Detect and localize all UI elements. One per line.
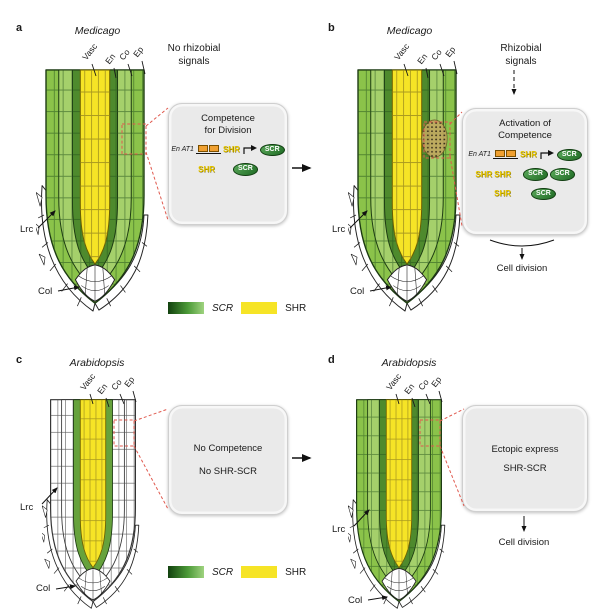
molecule-row: SHR SHR SCR SCR: [463, 168, 587, 181]
scr-color-swatch: [168, 566, 204, 578]
legend-shr-label: SHR: [285, 302, 307, 314]
scr-badge: SCR: [523, 168, 548, 181]
columella-label: Col: [348, 595, 363, 606]
shr-scr-text: SHR-SCR: [503, 462, 547, 474]
columella-label: Col: [38, 286, 53, 297]
cell-division-label: Cell division: [498, 537, 550, 548]
lateral-root-cap-label: Lrc: [332, 224, 346, 235]
panel-b-letter: b: [328, 22, 335, 34]
competence-box-title: Competence for Division: [201, 113, 255, 136]
transcription-arrow-icon: [243, 144, 257, 154]
panel-c-species-label: Arabidopsis: [69, 357, 125, 369]
panel-d-letter: d: [328, 354, 335, 366]
legend-scr-label: SCR: [212, 566, 234, 578]
legend-scr-label: SCR: [212, 302, 234, 314]
vasculature-label: Vasc: [384, 371, 404, 392]
panel-d-species-label: Arabidopsis: [381, 357, 437, 369]
panel-c-letter: c: [16, 354, 23, 366]
columella-label: Col: [350, 286, 365, 297]
columella-label: Col: [36, 583, 51, 594]
molecule-row: SHR SCR: [463, 187, 587, 200]
shr-label: SHR: [494, 169, 512, 179]
gene-boxes-icon: [195, 145, 221, 155]
activation-box-title: Activation of Competence: [498, 118, 552, 141]
panel-a-letter: a: [16, 22, 23, 34]
rhizobial-signals-note: Rhizobial signals: [500, 43, 542, 67]
legend-top: SCR SHR: [168, 302, 306, 314]
no-shr-scr-text: No SHR-SCR: [198, 466, 258, 477]
lateral-root-cap-label: Lrc: [20, 502, 34, 513]
panel-a-species-label: Medicago: [74, 25, 121, 37]
scr-badge: SCR: [531, 187, 556, 200]
transcription-arrow-icon: [540, 149, 554, 159]
no-competence-box: No Competence No SHR-SCR: [168, 405, 288, 515]
endodermis-label: En: [402, 381, 417, 396]
no-competence-text: No Competence: [193, 443, 263, 454]
scr-badge: SCR: [259, 143, 285, 157]
cell-division-label: Cell division: [496, 263, 548, 274]
shr-label: SHR: [519, 150, 537, 160]
gene-expression-row: En AT1 SHR SCR: [463, 148, 587, 162]
panel-b-species-label: Medicago: [386, 25, 433, 37]
shr-label: SHR: [222, 145, 240, 155]
cortex-label: Co: [416, 377, 431, 392]
legend-bottom: SCR SHR: [168, 566, 306, 578]
ectopic-express-text: Ectopic express: [491, 443, 559, 455]
scr-color-swatch: [168, 302, 204, 314]
gene-boxes-icon: [492, 150, 518, 160]
shr-color-swatch: [241, 302, 278, 314]
no-rhizobial-signals-note: No rhizobial signals: [167, 43, 221, 67]
shr-label: SHR: [198, 164, 216, 174]
ectopic-expression-box: Ectopic express SHR-SCR: [462, 405, 588, 512]
shr-label: SHR: [475, 169, 493, 179]
activation-box: Activation of Competence En AT1 SHR SCR …: [462, 108, 588, 235]
epidermis-label: Ep: [429, 374, 444, 389]
shr-label: SHR: [494, 189, 512, 199]
lateral-root-cap-label: Lrc: [20, 224, 34, 235]
legend-shr-label: SHR: [285, 566, 307, 578]
gene-label: En AT1: [468, 151, 491, 159]
arabidopsis-root-ectopic-illustration: [348, 399, 446, 609]
scr-badge: SCR: [233, 163, 258, 176]
gene-expression-row: En AT1 SHR SCR: [169, 143, 287, 157]
gene-label: En AT1: [171, 146, 194, 154]
lateral-root-cap-label: Lrc: [332, 524, 346, 535]
shr-color-swatch: [241, 566, 278, 578]
competence-box: Competence for Division En AT1 SHR SCR S…: [168, 103, 288, 225]
molecule-row: SHR SCR: [169, 163, 287, 176]
scr-badge: SCR: [549, 168, 575, 181]
scr-badge: SCR: [556, 148, 582, 162]
